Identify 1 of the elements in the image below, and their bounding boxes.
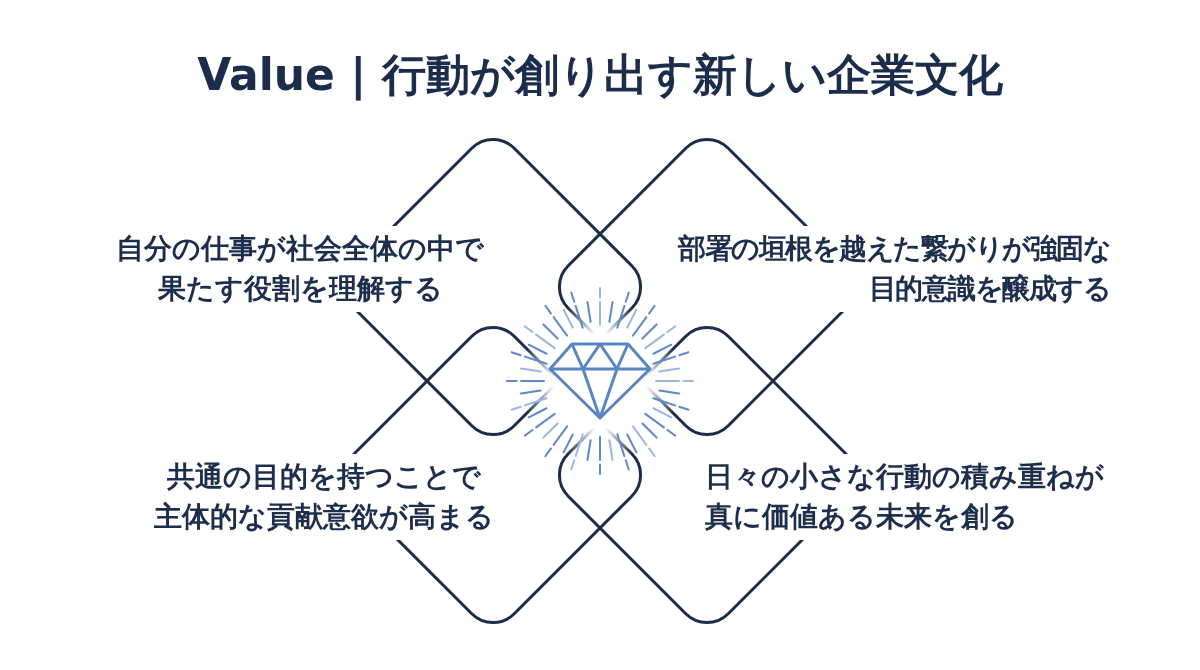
slide-title: Value | 行動が創り出す新しい企業文化 <box>197 48 1003 103</box>
